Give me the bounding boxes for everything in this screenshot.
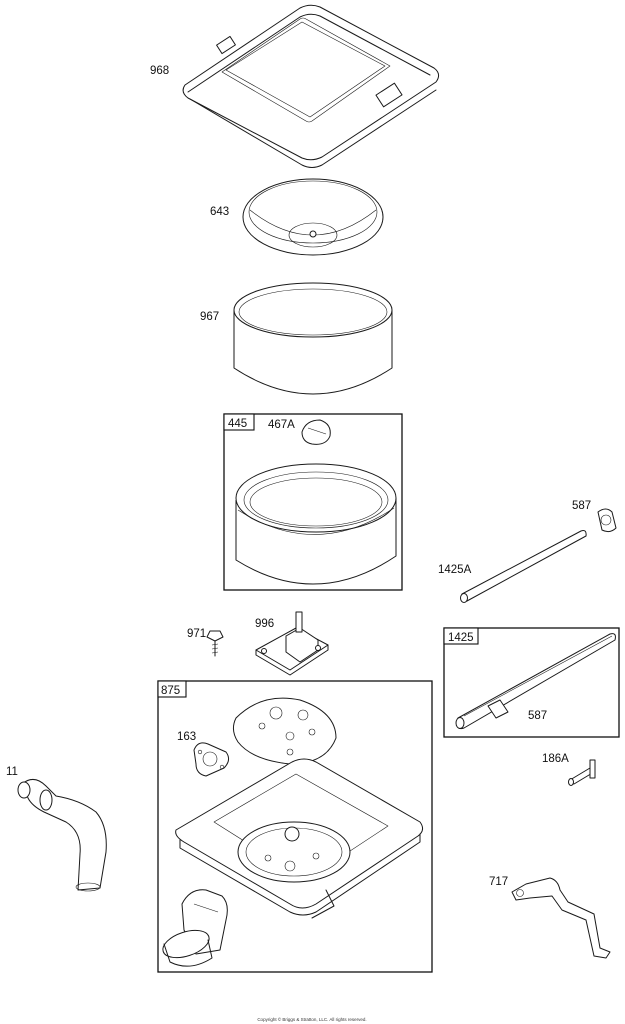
- clamp-587-upper[interactable]: [597, 508, 617, 533]
- kit-tag-1425: [443, 627, 479, 645]
- air-filter-cartridge-445[interactable]: [235, 463, 397, 585]
- label-587-lower: 587: [528, 710, 547, 722]
- label-875: 875: [161, 685, 180, 697]
- pre-cleaner-967[interactable]: [233, 282, 393, 395]
- label-967: 967: [200, 311, 219, 323]
- label-1425: 1425: [448, 632, 474, 644]
- screw-971[interactable]: [206, 630, 224, 657]
- label-186a: 186A: [542, 753, 569, 765]
- bracket-717[interactable]: [511, 877, 611, 959]
- copyright-footer: Copyright © Briggs & Stratton, LLC. All …: [257, 1016, 366, 1022]
- label-968: 968: [150, 65, 169, 77]
- kit-box-445: [223, 413, 403, 591]
- gasket-163[interactable]: [193, 742, 230, 777]
- label-11: 11: [6, 766, 18, 778]
- label-971: 971: [187, 628, 206, 640]
- tube-1425a[interactable]: [460, 530, 587, 603]
- kit-tag-875: [157, 680, 187, 698]
- intake-elbow-875[interactable]: [159, 889, 228, 967]
- tube-assembly-1425[interactable]: [455, 633, 616, 729]
- label-163: 163: [177, 731, 196, 743]
- knob-467a[interactable]: [301, 419, 331, 445]
- label-467a: 467A: [268, 419, 295, 431]
- label-643: 643: [210, 206, 229, 218]
- breather-996[interactable]: [255, 611, 329, 676]
- air-cleaner-cover-968[interactable]: [182, 4, 440, 168]
- fitting-186a[interactable]: [568, 759, 596, 786]
- kit-box-875: [157, 680, 433, 973]
- label-445: 445: [228, 418, 247, 430]
- label-587-upper: 587: [572, 500, 591, 512]
- filter-base-643[interactable]: [242, 178, 384, 256]
- air-cleaner-base-875[interactable]: [175, 758, 424, 919]
- kit-box-1425: [443, 627, 620, 738]
- gasket-plate-875[interactable]: [232, 697, 337, 765]
- label-1425a: 1425A: [438, 564, 472, 576]
- hose-11[interactable]: [17, 779, 107, 892]
- label-996: 996: [255, 618, 274, 630]
- label-717: 717: [489, 876, 508, 888]
- kit-tag-445: [223, 413, 255, 431]
